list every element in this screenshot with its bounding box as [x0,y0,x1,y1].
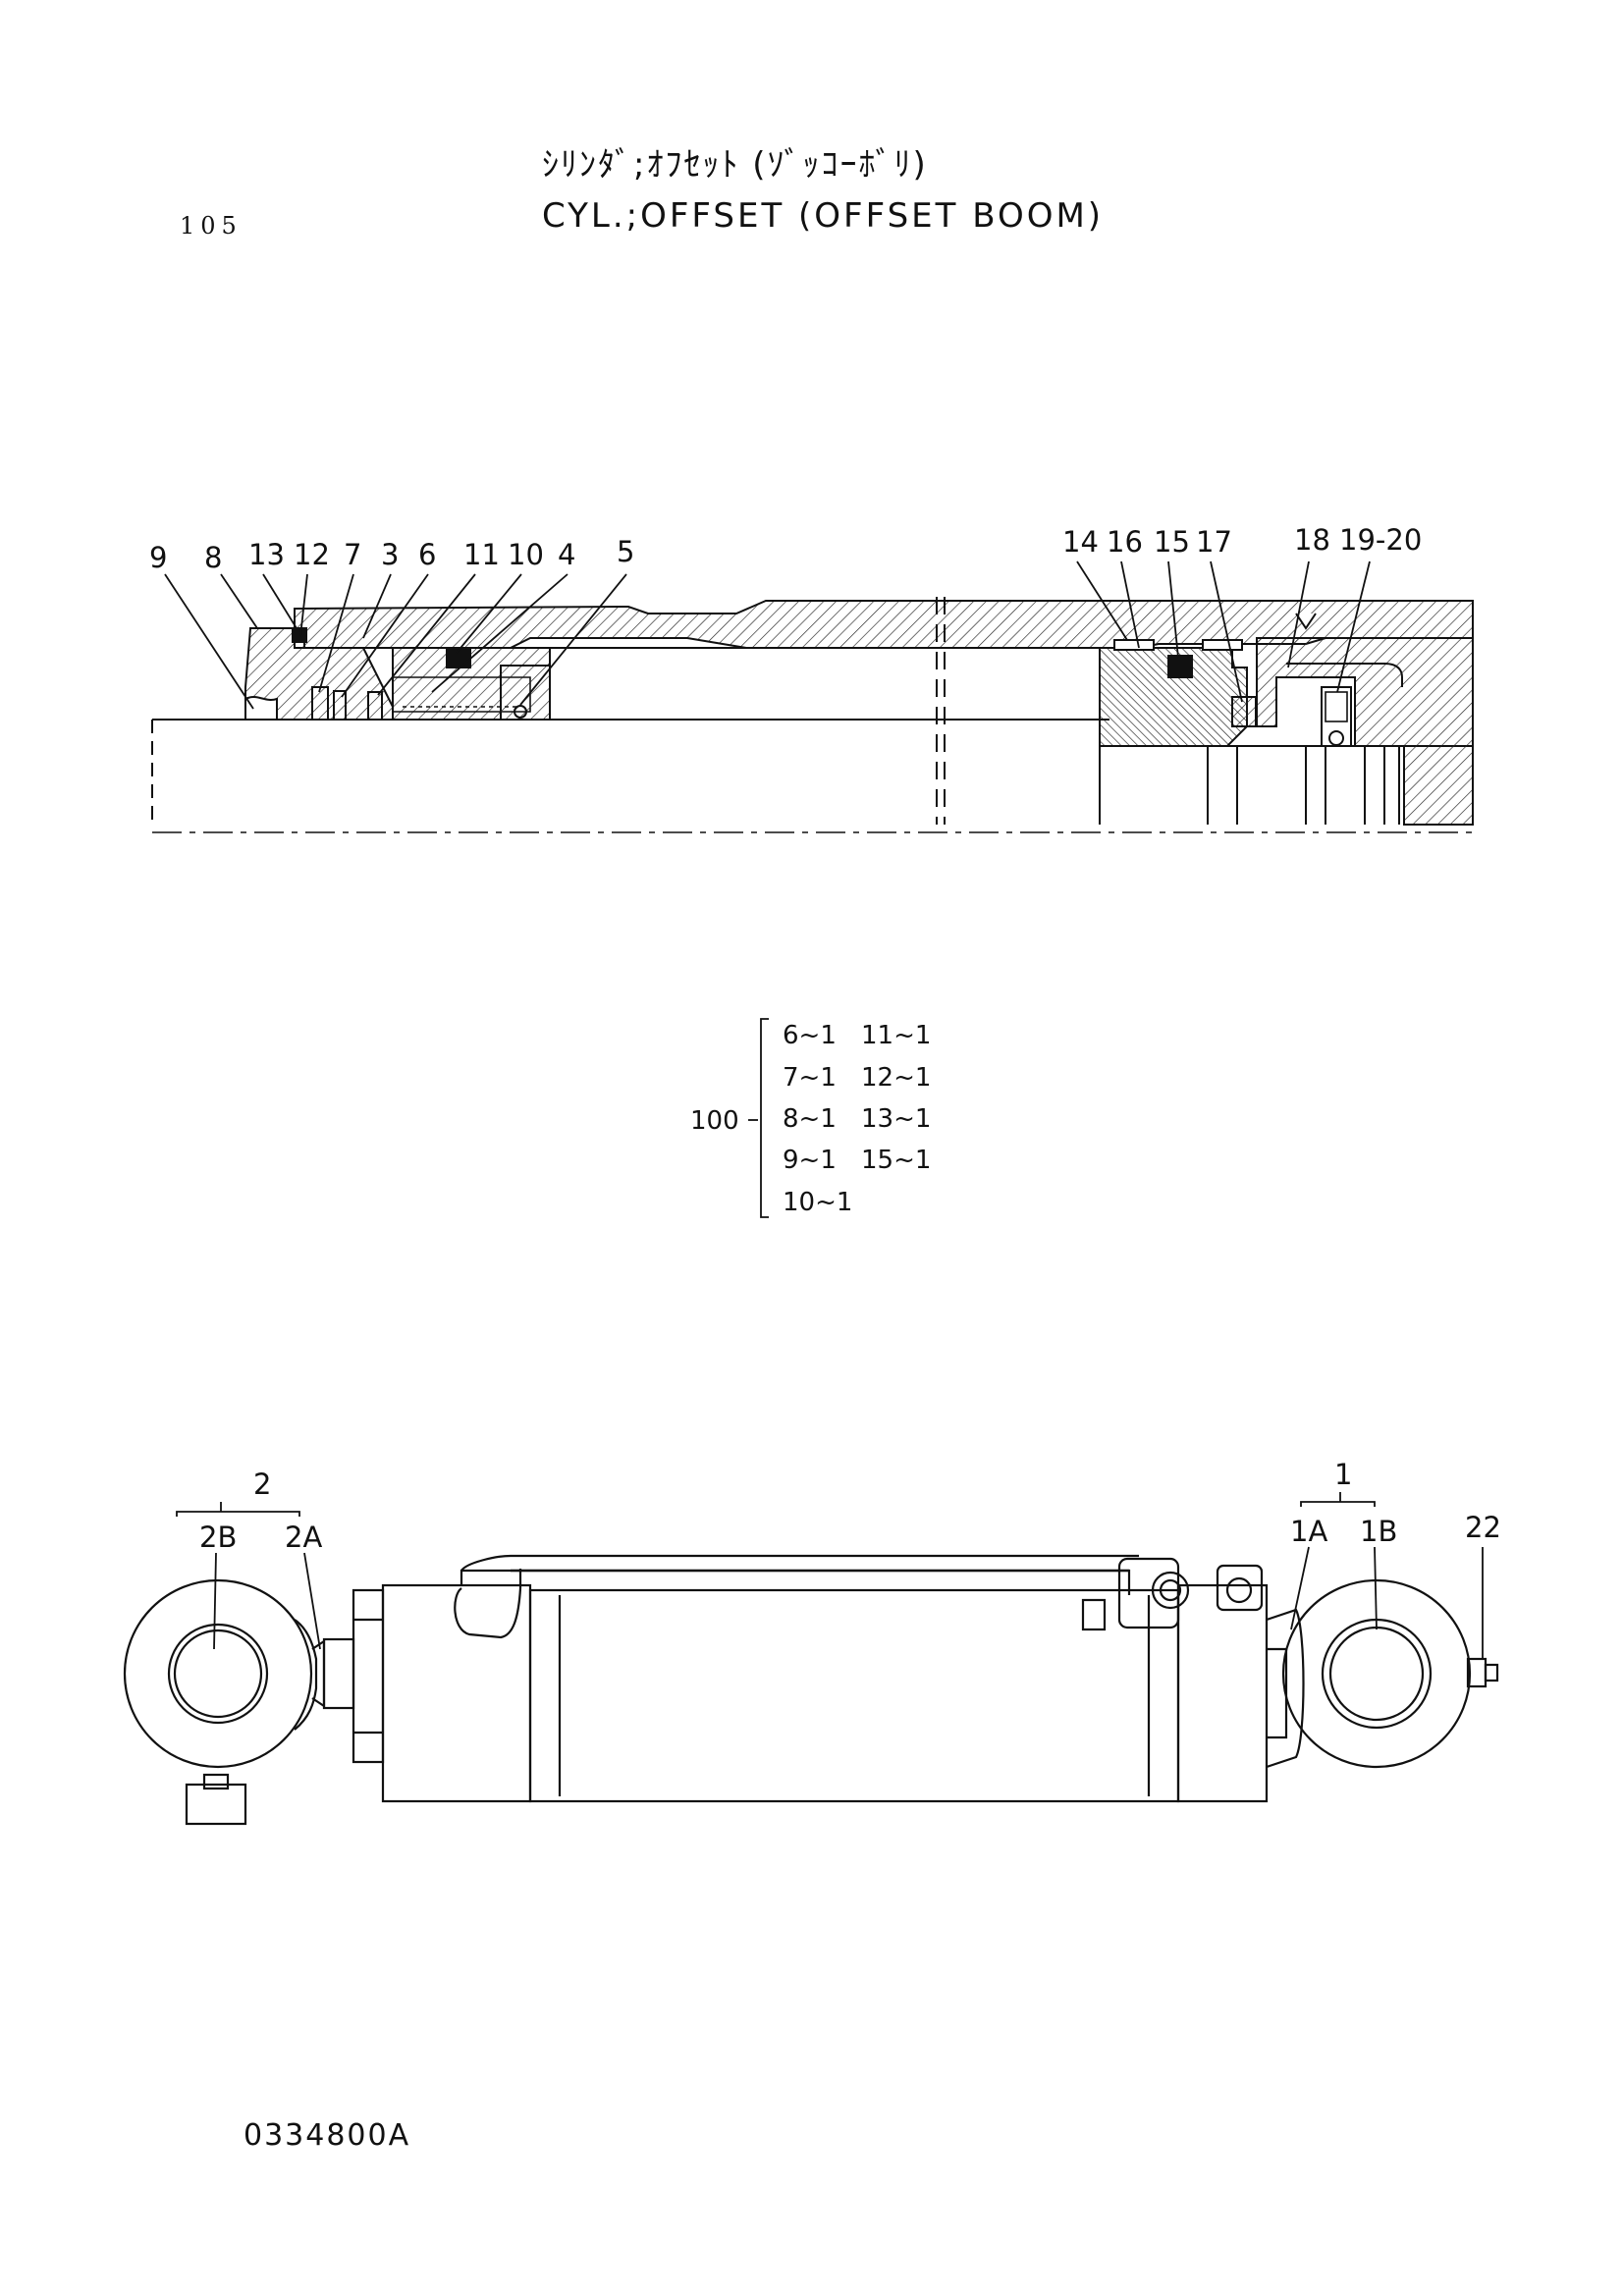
cushion-bearing [1231,696,1257,727]
kit-item: 12~1 [861,1063,931,1093]
bracket-1 [1300,1492,1376,1507]
callout-1B: 1B [1360,1515,1397,1548]
leader-2B [213,1552,217,1650]
bushing [367,691,383,721]
piston-seal [1167,655,1193,678]
kit-item: 15~1 [861,1146,931,1175]
kit-item: 13~1 [861,1104,931,1134]
callout-6: 6 [418,538,436,571]
cylinder-assembly-view [123,1492,1499,1826]
piston-nut [501,665,551,721]
buffer-ring [333,690,347,721]
callout-1: 1 [1334,1458,1352,1491]
callout-13: 13 [248,538,285,571]
callout-4: 4 [558,538,575,571]
leader-1A [1290,1546,1310,1630]
callout-22: 22 [1465,1511,1501,1544]
callout-12: 12 [294,538,330,571]
callout-9: 9 [149,541,167,574]
pipe-clamp [1081,1598,1107,1631]
rod-eye-bore [167,1623,269,1725]
callout-2: 2 [253,1468,271,1501]
callout-2B: 2B [199,1521,237,1554]
grease-fitting-left [185,1783,247,1826]
plug-ball [1328,730,1344,746]
document-code: 0334800A [243,2118,411,2153]
callout-19-20: 19-20 [1339,523,1422,557]
section-callouts: 9 8 13 12 7 3 6 11 10 4 5 14 16 15 17 18… [149,523,1422,574]
callout-5: 5 [617,535,634,568]
clevis-eye-bore [1321,1618,1433,1730]
cylinder-section-view [151,561,1474,833]
rod-eye [123,1578,313,1769]
kit-bracket [760,1018,769,1218]
o-ring-seal [446,649,471,668]
page-number: 105 [180,212,243,240]
leader-2A [303,1552,321,1650]
cylinder-tube-exterior [528,1588,1180,1803]
backup-ring [292,627,307,643]
steel-ball [514,705,527,719]
clevis-eye-bushing [1328,1626,1425,1722]
bottom-neck [1266,1608,1305,1769]
kit-item: 6~1 [783,1021,837,1050]
callout-3: 3 [381,538,399,571]
cylinder-head [352,1588,385,1764]
dust-seal [244,696,278,721]
kit-item: 10~1 [783,1188,852,1217]
wear-ring [1202,639,1243,651]
kit-item: 8~1 [783,1104,837,1134]
kit-number: 100 [690,1106,739,1136]
title-japanese: ｼﾘﾝﾀﾞ;ｵﾌｾｯﾄ (ｿﾞｯｺｰﾎﾞﾘ) [542,145,928,185]
callout-2A: 2A [285,1521,322,1554]
wear-ring [1113,639,1155,651]
title-english: CYL.;OFFSET (OFFSET BOOM) [542,196,1105,236]
callout-18: 18 [1294,523,1330,557]
pipe-port [1151,1571,1190,1610]
bracket-2 [176,1502,300,1517]
callout-16: 16 [1107,525,1143,559]
bottom-port [1216,1564,1264,1612]
grease-fitting-nipple [202,1773,230,1790]
callout-11: 11 [463,538,500,571]
callout-1A: 1A [1290,1515,1327,1548]
pipe-elbow [454,1587,522,1639]
kit-item: 11~1 [861,1021,931,1050]
rod-eye-bushing [173,1629,263,1719]
callout-8: 8 [204,541,222,574]
seal-kit-table: 100 6~1 11~1 7~1 12~1 8~1 13~1 9~1 15~1 … [690,1018,931,1218]
rod-eye-neck [294,1619,318,1731]
kit-item: 9~1 [783,1146,837,1175]
oil-pipe [460,1569,1131,1595]
leader-1B [1374,1546,1378,1630]
assembly-callouts: 2 2B 2A 1 1A 1B 22 [199,1458,1501,1554]
callout-10: 10 [508,538,544,571]
callout-17: 17 [1196,525,1232,559]
callout-14: 14 [1062,525,1099,559]
weld-mark [1295,613,1317,630]
callout-7: 7 [344,538,361,571]
kit-item: 7~1 [783,1063,837,1093]
cylinder-bottom [1256,637,1474,826]
callout-15: 15 [1154,525,1190,559]
clevis-eye [1281,1578,1472,1769]
cylinder-bottom-exterior [1176,1583,1269,1803]
